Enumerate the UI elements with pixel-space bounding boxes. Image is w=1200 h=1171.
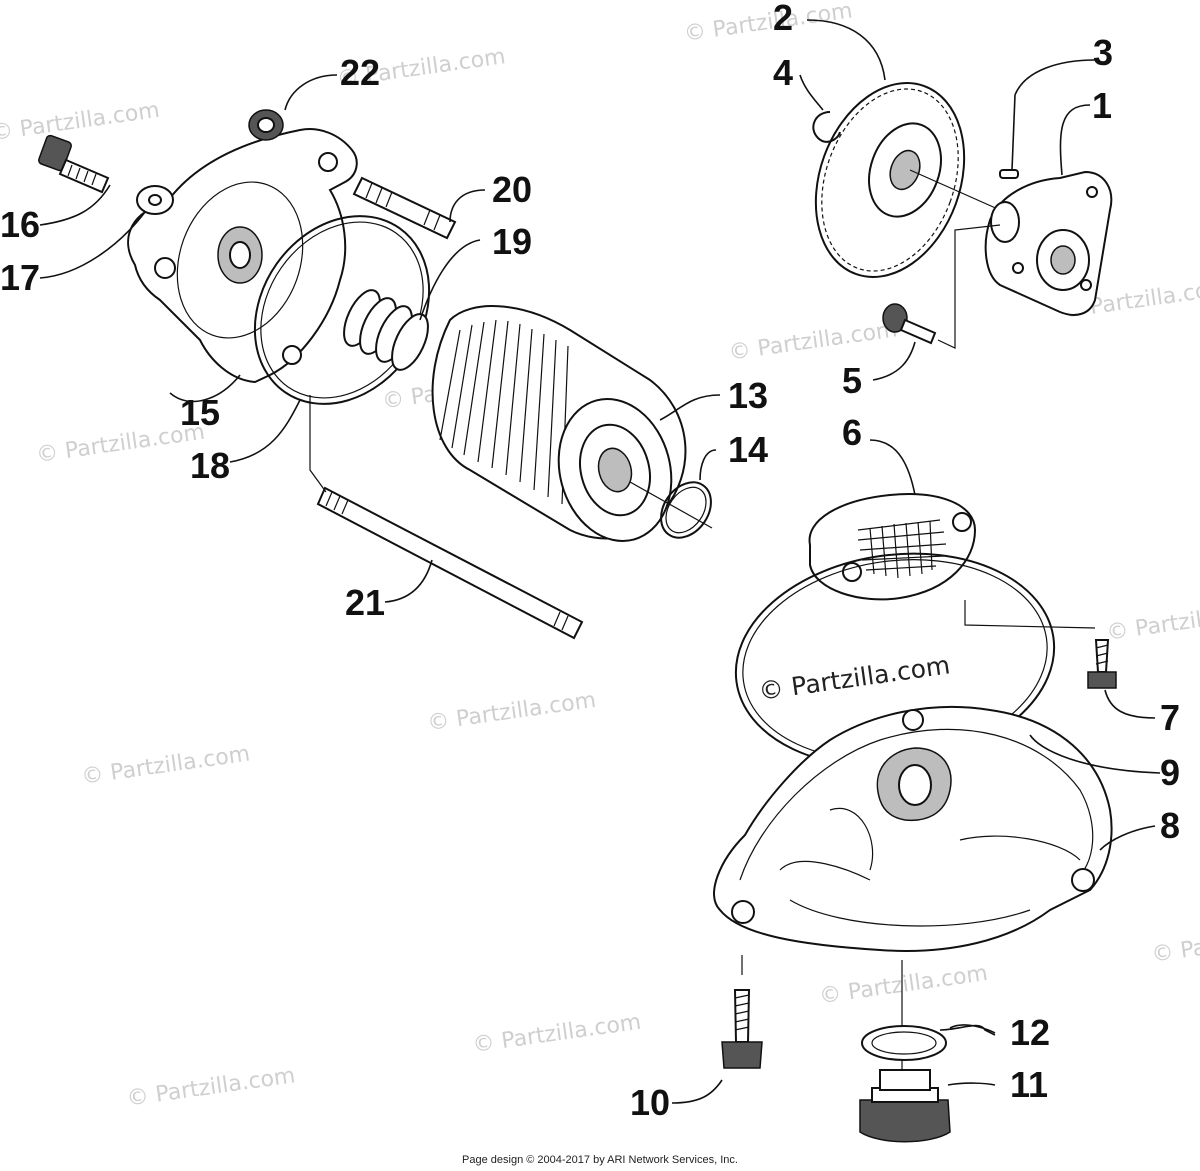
leader-lines bbox=[39, 19, 1161, 1104]
watermark: © Partzilla.com bbox=[818, 961, 990, 1009]
callout-layer: 1 2 3 4 5 6 7 8 9 10 11 12 13 14 15 16 1… bbox=[0, 0, 1180, 1123]
callout-2[interactable]: 2 bbox=[773, 0, 793, 38]
pan-bolt-part bbox=[721, 989, 763, 1069]
callout-20[interactable]: 20 bbox=[492, 169, 532, 210]
callout-6[interactable]: 6 bbox=[842, 412, 862, 453]
callout-13[interactable]: 13 bbox=[728, 375, 768, 416]
spring-part bbox=[343, 289, 429, 371]
watermark: © Partzilla.com bbox=[0, 98, 161, 146]
watermark: © Partzilla.com bbox=[682, 0, 854, 47]
watermark: © Partzilla.com bbox=[727, 317, 899, 365]
watermark: © Partzilla.com bbox=[1014, 0, 1186, 2]
callout-1[interactable]: 1 bbox=[1092, 85, 1112, 126]
center-watermark: © Partzilla.com bbox=[757, 650, 952, 706]
callout-10[interactable]: 10 bbox=[630, 1082, 670, 1123]
oil-pump-part bbox=[984, 170, 1113, 316]
callout-5[interactable]: 5 bbox=[842, 360, 862, 401]
watermark: © Partzilla.com bbox=[471, 1010, 643, 1058]
mesh-pattern bbox=[857, 519, 947, 579]
stud-short-part bbox=[352, 176, 457, 240]
callout-8[interactable]: 8 bbox=[1160, 805, 1180, 846]
callout-17[interactable]: 17 bbox=[0, 257, 40, 298]
callout-9[interactable]: 9 bbox=[1160, 752, 1180, 793]
watermark: © Partzilla.com bbox=[125, 1063, 297, 1111]
pin-part bbox=[999, 169, 1019, 179]
callout-21[interactable]: 21 bbox=[345, 582, 385, 623]
callout-22[interactable]: 22 bbox=[340, 52, 380, 93]
drain-plug-part bbox=[859, 1069, 951, 1143]
callout-15[interactable]: 15 bbox=[180, 392, 220, 433]
watermark: © Partzilla.com bbox=[80, 741, 252, 789]
callout-4[interactable]: 4 bbox=[773, 52, 793, 93]
filter-pleats bbox=[439, 319, 569, 505]
drain-washer-part bbox=[861, 1025, 947, 1061]
screen-screw-part bbox=[1087, 639, 1117, 689]
watermark: © Partzilla.com bbox=[1105, 597, 1200, 645]
watermark-layer: © Partzilla.com © Partzilla.com © Partzi… bbox=[0, 0, 1200, 1112]
callout-16[interactable]: 16 bbox=[0, 204, 40, 245]
long-stud-part bbox=[309, 395, 584, 640]
callout-12[interactable]: 12 bbox=[1010, 1012, 1050, 1053]
oil-filter-part bbox=[431, 305, 687, 542]
callout-11[interactable]: 11 bbox=[1010, 1064, 1048, 1105]
callout-7[interactable]: 7 bbox=[1160, 697, 1180, 738]
pump-screw-part bbox=[882, 224, 1001, 349]
clip-part bbox=[812, 111, 841, 143]
filter-cover-part bbox=[127, 128, 358, 384]
callout-18[interactable]: 18 bbox=[190, 445, 230, 486]
watermark: © Partzilla.com bbox=[426, 688, 598, 736]
callout-3[interactable]: 3 bbox=[1093, 32, 1113, 73]
washer-part bbox=[136, 185, 174, 215]
watermark: © Partzilla.com bbox=[1150, 919, 1200, 967]
callout-19[interactable]: 19 bbox=[492, 221, 532, 262]
small-o-ring-part bbox=[660, 481, 712, 539]
page-footer: Page design © 2004-2017 by ARI Network S… bbox=[462, 1154, 738, 1166]
oil-pan-part bbox=[713, 705, 1113, 1075]
oil-screen-part bbox=[808, 493, 1096, 629]
pump-gear-part bbox=[814, 82, 1001, 278]
flange-bolt-part bbox=[38, 134, 110, 194]
callout-14[interactable]: 14 bbox=[728, 429, 768, 470]
acorn-nut-part bbox=[248, 109, 284, 141]
